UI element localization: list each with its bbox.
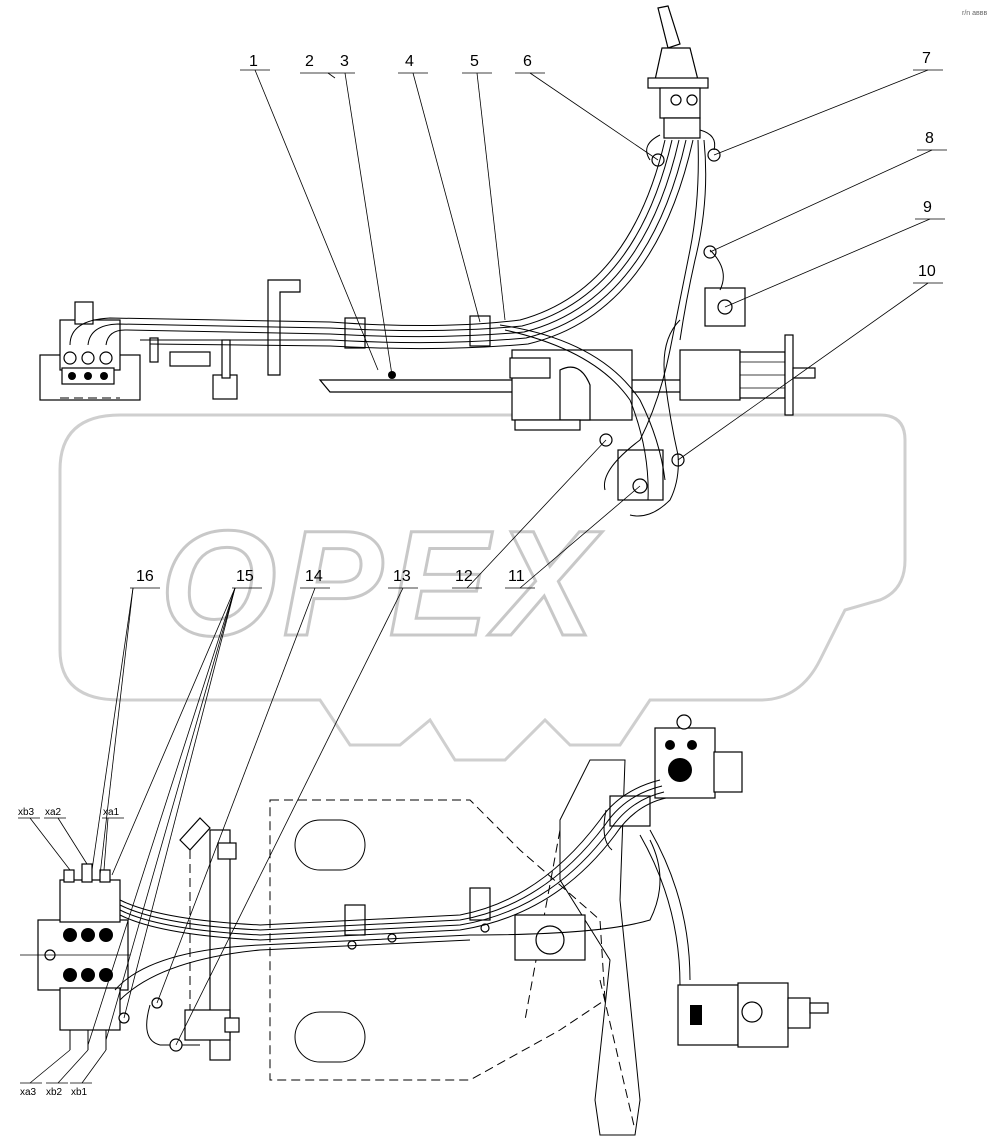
top-bracket [267, 279, 301, 376]
top-assembly [39, 5, 816, 517]
port-xa1: xa1 [103, 807, 120, 818]
port-xb2: xb2 [46, 1087, 63, 1098]
top-fitting-a [149, 337, 159, 363]
port-xb1: xb1 [71, 1087, 88, 1098]
callout-10: 10 [918, 263, 936, 280]
watermark-text: OPEX [160, 499, 603, 667]
callout-7: 7 [922, 50, 931, 67]
port-labels: xb3 xa2 xa1 xa3 xb2 xb1 [18, 807, 120, 1098]
top-fitting-c [212, 374, 238, 400]
bottom-left-multi-valve [20, 863, 130, 1050]
callout-12: 12 [455, 568, 473, 585]
top-hose-bundle [69, 129, 724, 517]
top-frame-plate [318, 379, 701, 393]
callout-3: 3 [340, 53, 349, 70]
frame-slot-upper [294, 819, 366, 871]
port-xb3: xb3 [18, 807, 35, 818]
callout-11: 11 [508, 568, 525, 585]
top-fitting-b [169, 351, 211, 367]
bottom-assembly [20, 714, 829, 1136]
callout-numbers: 1 2 3 4 5 6 7 8 9 10 11 12 13 14 15 16 [136, 50, 936, 585]
callout-4: 4 [405, 53, 414, 70]
callout-5: 5 [470, 53, 479, 70]
watermark-gear-outline [58, 413, 907, 762]
bottom-vertical-tubes [179, 817, 240, 1061]
callout-leaders [18, 69, 947, 1084]
frame-member [559, 759, 641, 1136]
top-swivel-mechanism [509, 349, 633, 431]
callout-16: 16 [136, 568, 154, 585]
bottom-frame-outline [269, 799, 606, 1081]
callout-6: 6 [523, 53, 532, 70]
callout-14: 14 [305, 568, 323, 585]
callout-15: 15 [236, 568, 254, 585]
corner-mark: r/n аввв [962, 10, 987, 17]
top-left-valve-block [39, 301, 141, 401]
port-xa2: xa2 [45, 807, 62, 818]
callout-9: 9 [923, 199, 932, 216]
top-motor [679, 334, 816, 416]
bottom-swivel [514, 914, 586, 961]
bottom-right-motor [677, 982, 829, 1048]
callout-8: 8 [925, 130, 934, 147]
callout-2: 2 [305, 53, 314, 70]
port-xa3: xa3 [20, 1087, 37, 1098]
frame-slot-lower [294, 1011, 366, 1063]
clamp-1 [344, 317, 366, 349]
joystick [647, 5, 709, 139]
watermark: OPEX [58, 413, 907, 762]
bottom-hose-bundle [114, 779, 691, 1046]
bottom-right-control-block [609, 714, 743, 827]
callout-1: 1 [249, 53, 258, 70]
callout-13: 13 [393, 568, 411, 585]
